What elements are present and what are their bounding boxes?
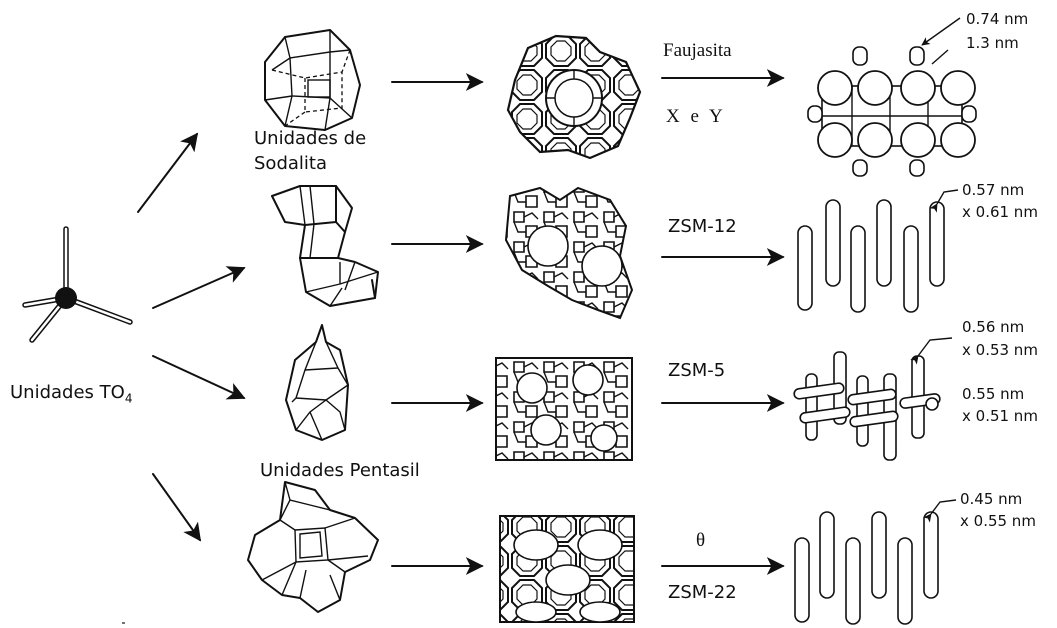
faujasita-channel-system (807, 17, 977, 177)
branch-arrows (137, 132, 246, 542)
to4-unit-icon (22, 226, 133, 343)
zsm22-dimension-a: 0.45 nm (960, 490, 1023, 508)
zsm5-channel-system (793, 337, 953, 461)
framework-to-channel-arrows (661, 69, 785, 575)
zsm22-label: ZSM-22 (668, 582, 737, 603)
zsm12-dimension-a: 0.57 nm (962, 181, 1025, 199)
zsm12-dimension-b: x 0.61 nm (962, 203, 1038, 221)
zsm22-dimension-b: x 0.55 nm (960, 512, 1036, 530)
sodalita-label-line1: Unidades de (254, 128, 367, 149)
zsm5-framework (495, 357, 633, 461)
zsm22-building-unit (247, 481, 379, 613)
arrow-to-sodalita (137, 132, 199, 213)
faujasita-dimension-b: 1.3 nm (966, 34, 1019, 52)
pentasil-building-unit (285, 324, 349, 441)
to4-label: Unidades TO4 (10, 382, 133, 406)
zsm5-dimension-a: 0.56 nm (962, 318, 1025, 336)
zsm12-label: ZSM-12 (668, 216, 737, 237)
zsm12-framework (504, 186, 634, 320)
zsm22-channel-system (794, 499, 957, 625)
sodalita-label-line2: Sodalita (254, 153, 327, 174)
faujasita-framework (506, 34, 642, 160)
sodalita-cage (264, 29, 361, 131)
zsm5-dimension-b: x 0.53 nm (962, 341, 1038, 359)
zsm12-building-unit (271, 185, 379, 307)
theta-label: θ (696, 530, 706, 551)
zsm12-channel-system (797, 189, 959, 313)
pentasil-label: Unidades Pentasil (260, 460, 420, 481)
faujasita-dimension-a: 0.74 nm (966, 10, 1029, 28)
arrow-to-unit-2 (152, 266, 246, 309)
arrow-to-unit-3 (152, 355, 246, 400)
zsm5-dimension-c: 0.55 nm (962, 385, 1025, 403)
faujasita-label: Faujasita (663, 40, 732, 61)
zsm5-dimension-d: x 0.51 nm (962, 407, 1038, 425)
zsm22-framework (499, 515, 635, 623)
unit-to-framework-arrows (391, 73, 484, 575)
x-e-y-label: X e Y (666, 106, 723, 127)
arrow-to-unit-4 (152, 473, 202, 542)
zsm5-label: ZSM-5 (668, 360, 726, 381)
